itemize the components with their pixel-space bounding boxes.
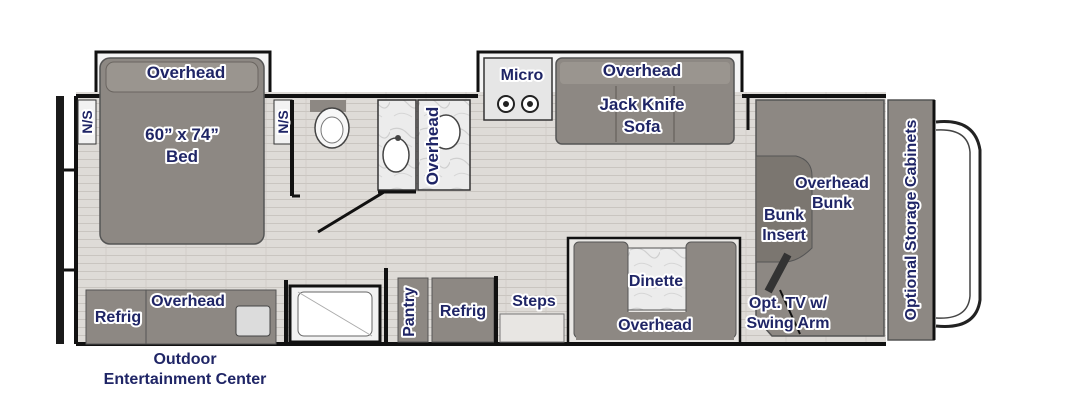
rear-bumper (56, 96, 64, 344)
bunk-insert-label-1: Bunk (764, 207, 804, 224)
toilet-icon (310, 100, 350, 149)
outdoor-sink (235, 305, 271, 337)
sofa-label-1: Jack Knife (599, 95, 684, 114)
bunk-insert-label-2: Insert (762, 227, 806, 244)
shower-icon (288, 284, 382, 344)
sofa-label-2: Sofa (624, 117, 661, 136)
kitchen-counter (483, 57, 553, 121)
stove-icon (497, 95, 539, 113)
ns-bath-label: N/S (275, 110, 291, 133)
bath-door (317, 190, 385, 234)
outdoor-entertainment-label: Outdoor Entertainment Center (70, 350, 300, 390)
dinette-overhead (576, 312, 734, 340)
rear-refrig-label: Refrig (95, 309, 141, 326)
bed (99, 57, 265, 245)
bed-label: Bed (166, 147, 198, 166)
micro-label: Micro (501, 67, 544, 84)
main-refrig-label: Refrig (440, 303, 486, 320)
dinette-label: Dinette (629, 273, 683, 290)
bed-pillows (105, 61, 259, 93)
sofa-overhead-label: Overhead (603, 61, 681, 80)
sink-icon (382, 135, 410, 173)
entry-steps (499, 313, 565, 343)
tv-label-2: Swing Arm (747, 315, 830, 332)
pantry (397, 277, 429, 343)
steps-label: Steps (512, 293, 556, 310)
tv-label-1: Opt. TV w/ (749, 295, 828, 312)
nightstand-left (77, 99, 97, 145)
overhead-bunk-label-2: Bunk (812, 195, 852, 212)
pantry-label: Pantry (401, 287, 418, 337)
overhead-bunk-label-1: Overhead (795, 175, 869, 192)
bedroom-overhead-label: Overhead (147, 63, 225, 82)
dinette-overhead-label: Overhead (618, 317, 692, 334)
rear-refrig (85, 289, 147, 345)
ns-left-label: N/S (79, 110, 95, 133)
rear-overhead-label: Overhead (151, 293, 225, 310)
outdoor-label-2: Entertainment Center (103, 371, 267, 388)
dinette-table (627, 247, 687, 311)
storage-cabinets (887, 99, 935, 341)
bath-overhead-label: Overhead (423, 107, 442, 185)
outdoor-label-1: Outdoor (153, 351, 217, 368)
cabinets-label: Optional Storage Cabinets (903, 119, 920, 320)
bed-size-label: 60” x 74” (145, 125, 219, 144)
windshield (935, 120, 982, 328)
tv-icon (764, 252, 801, 335)
